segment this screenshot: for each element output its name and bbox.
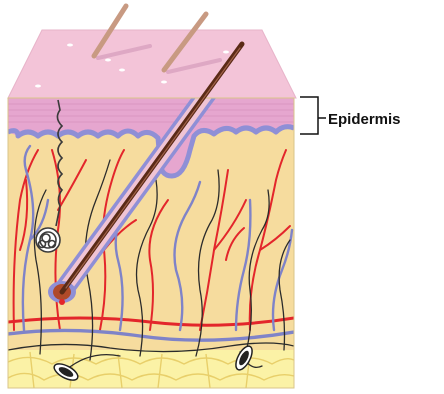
epidermis-label: Epidermis <box>328 111 401 128</box>
epidermis-bracket <box>300 97 326 134</box>
skin-surface <box>8 30 296 98</box>
